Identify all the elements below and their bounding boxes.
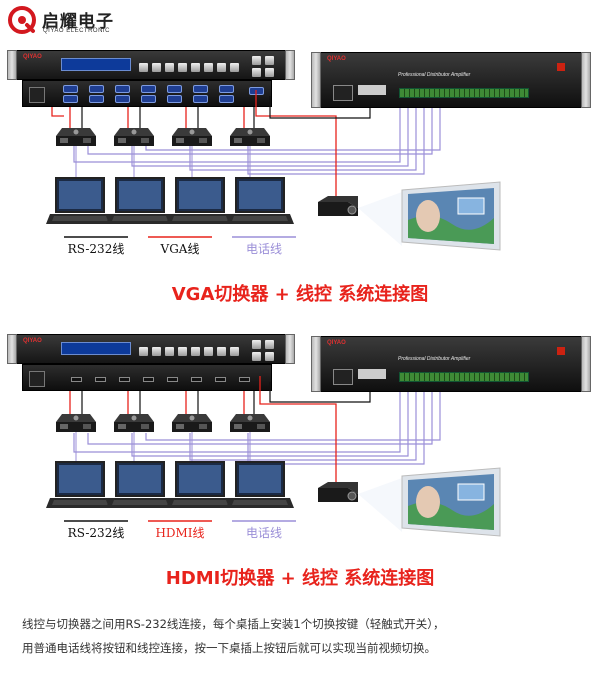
vga-legend-video: VGA线 [148,240,212,257]
vga-amplifier: QIYAO Professional Distributor Amplifier [312,52,590,108]
hdmi-switcher-front: QIYAO [8,334,294,364]
vga-diagram-title: VGA切换器 + 线控 系统连接图 [0,280,600,306]
hdmi-legend-rs232: RS-232线 [64,524,128,541]
hdmi-legend: RS-232线 HDMI线 电话线 [60,524,310,542]
description-line-1: 线控与切换器之间用RS-232线连接，每个桌插上安装1个切换按键（轻触式开关）， [22,612,588,636]
vga-amp-brand: QIYAO [327,56,346,62]
vga-legend-phone: 电话线 [232,240,296,257]
vga-switcher-back [22,80,272,107]
vga-legend-rs232: RS-232线 [64,240,128,257]
hdmi-amp-terminals [399,372,529,382]
diagram-hdmi: QIYAO QIYAO Professional Distributor Amp… [0,330,600,600]
hdmi-legend-video: HDMI线 [148,524,212,541]
hdmi-amp-title: Professional Distributor Amplifier [398,356,470,362]
vga-amp-title: Professional Distributor Amplifier [398,72,470,78]
vga-switcher-brand: QIYAO [23,54,42,60]
description-line-2: 用普通电话线将按钮和线控连接，按一下桌插上按钮后就可以实现当前视频切换。 [22,636,588,660]
vga-switcher-lcd [61,58,131,71]
hdmi-switcher-lcd [61,342,131,355]
hdmi-amp-brand: QIYAO [327,340,346,346]
hdmi-switcher-back [22,364,272,391]
diagram-vga: QIYAO QIYAO Professional Distributor Amp… [0,0,600,310]
vga-switcher-front: QIYAO [8,50,294,80]
hdmi-amplifier: QIYAO Professional Distributor Amplifier [312,336,590,392]
description: 线控与切换器之间用RS-232线连接，每个桌插上安装1个切换按键（轻触式开关），… [22,612,588,660]
vga-legend: RS-232线 VGA线 电话线 [60,240,310,258]
vga-amp-terminals [399,88,529,98]
hdmi-diagram-title: HDMI切换器 + 线控 系统连接图 [0,564,600,590]
hdmi-legend-phone: 电话线 [232,524,296,541]
hdmi-switcher-brand: QIYAO [23,338,42,344]
